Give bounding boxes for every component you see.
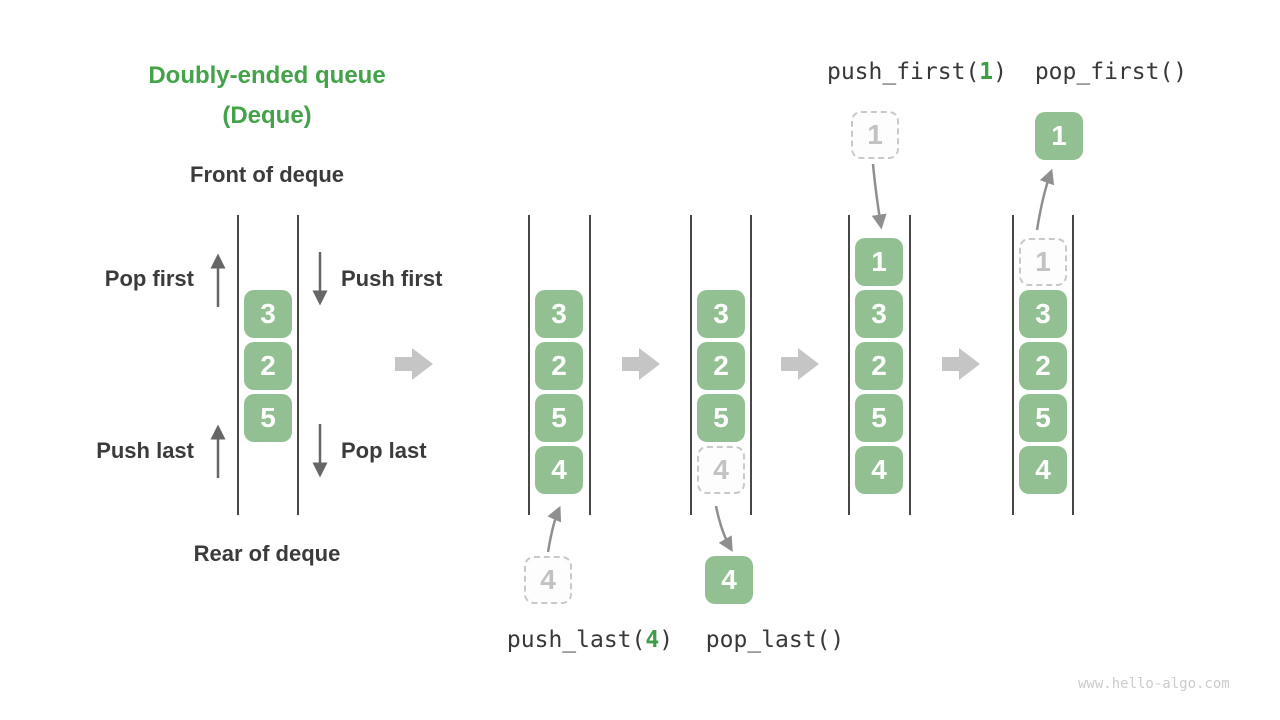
- deque-cell-removed: 4: [697, 446, 745, 494]
- op-text: ): [993, 59, 1008, 85]
- push-last-operation-label: push_last(4): [507, 627, 673, 653]
- incoming-value-box: 4: [524, 556, 572, 604]
- op-text: push_last(: [506, 627, 646, 653]
- flow-arrow-icon: [622, 348, 660, 380]
- flow-arrow-icon: [781, 348, 819, 380]
- outgoing-value-box: 4: [705, 556, 753, 604]
- queue-rail: [237, 215, 239, 515]
- pop-last-label: Pop last: [341, 438, 427, 463]
- deque-cell: 2: [1019, 342, 1067, 390]
- deque-cell: 3: [697, 290, 745, 338]
- deque-cell: 5: [244, 394, 292, 442]
- flow-arrow-icon: [942, 348, 980, 380]
- push-first-operation-label: push_first(1): [827, 59, 1007, 85]
- queue-rail: [528, 215, 530, 515]
- deque-cell: 2: [535, 342, 583, 390]
- incoming-value-box: 1: [851, 111, 899, 159]
- queue-rail: [690, 215, 692, 515]
- deque-cell: 3: [535, 290, 583, 338]
- deque-cell: 2: [697, 342, 745, 390]
- pop-last-operation-label: pop_last(): [705, 627, 845, 653]
- outgoing-value-box: 1: [1035, 112, 1083, 160]
- deque-cell: 4: [535, 446, 583, 494]
- queue-rail: [1012, 215, 1014, 515]
- rear-of-deque-label: Rear of deque: [193, 541, 341, 566]
- deque-cell: 3: [244, 290, 292, 338]
- queue-rail: [848, 215, 850, 515]
- flow-arrow-icon: [395, 348, 433, 380]
- queue-rail: [909, 215, 911, 515]
- deque-cell: 5: [1019, 394, 1067, 442]
- queue-rail: [750, 215, 752, 515]
- deque-cell-removed: 1: [1019, 238, 1067, 286]
- push-last-label: Push last: [96, 438, 194, 463]
- deque-cell: 5: [697, 394, 745, 442]
- queue-rail: [589, 215, 591, 515]
- deque-cell: 4: [855, 446, 903, 494]
- queue-rail: [1072, 215, 1074, 515]
- op-text: push_first(: [826, 59, 980, 85]
- push-first-connector-arrow: [871, 163, 887, 230]
- page-title-line1: Doubly-ended queue: [148, 62, 386, 89]
- pop-first-connector-arrow: [1035, 168, 1055, 231]
- deque-cell: 4: [1019, 446, 1067, 494]
- front-of-deque-label: Front of deque: [190, 162, 344, 187]
- deque-cell: 1: [855, 238, 903, 286]
- op-arg: 4: [645, 627, 660, 653]
- pop-first-operation-label: pop_first(): [1034, 59, 1188, 85]
- push-first-label: Push first: [341, 266, 443, 291]
- deque-cell: 5: [855, 394, 903, 442]
- push-last-connector-arrow: [546, 505, 562, 553]
- deque-cell: 2: [244, 342, 292, 390]
- deque-cell: 3: [1019, 290, 1067, 338]
- page-title-line2: (Deque): [222, 102, 312, 129]
- pop-first-label: Pop first: [104, 266, 194, 291]
- watermark: www.hello-algo.com: [1078, 676, 1230, 692]
- deque-cell: 3: [855, 290, 903, 338]
- op-text: ): [659, 627, 674, 653]
- deque-cell: 2: [855, 342, 903, 390]
- deque-cell: 5: [535, 394, 583, 442]
- queue-rail: [297, 215, 299, 515]
- page-title: Doubly-ended queue (Deque): [148, 56, 385, 136]
- pop-last-connector-arrow: [714, 505, 733, 553]
- op-arg: 1: [979, 59, 994, 85]
